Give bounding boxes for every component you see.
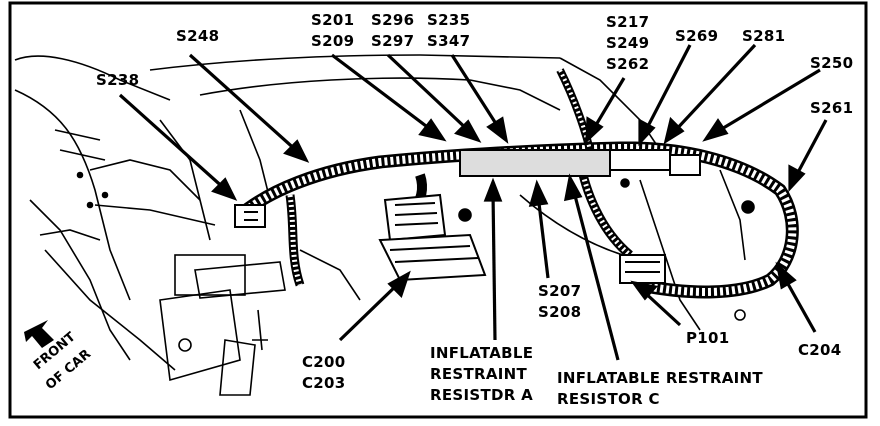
label-s269: S269 xyxy=(675,27,719,45)
label-s238: S238 xyxy=(96,71,140,89)
vehicle-structure-drawing xyxy=(14,54,755,396)
label-s250: S250 xyxy=(810,54,854,72)
front-of-car-indicator: FRONT OF CAR xyxy=(24,320,94,393)
callout-arrows xyxy=(118,43,828,361)
wiring-harness-drawing xyxy=(234,68,799,299)
label-c204: C204 xyxy=(798,341,842,359)
label-s281: S281 xyxy=(742,27,786,45)
label-s248: S248 xyxy=(176,27,220,45)
label-s261: S261 xyxy=(810,99,854,117)
arrow-icon xyxy=(24,320,54,348)
label-p101: P101 xyxy=(686,329,730,347)
connector-c200-drawing xyxy=(378,193,487,282)
diagram-border xyxy=(8,1,868,419)
